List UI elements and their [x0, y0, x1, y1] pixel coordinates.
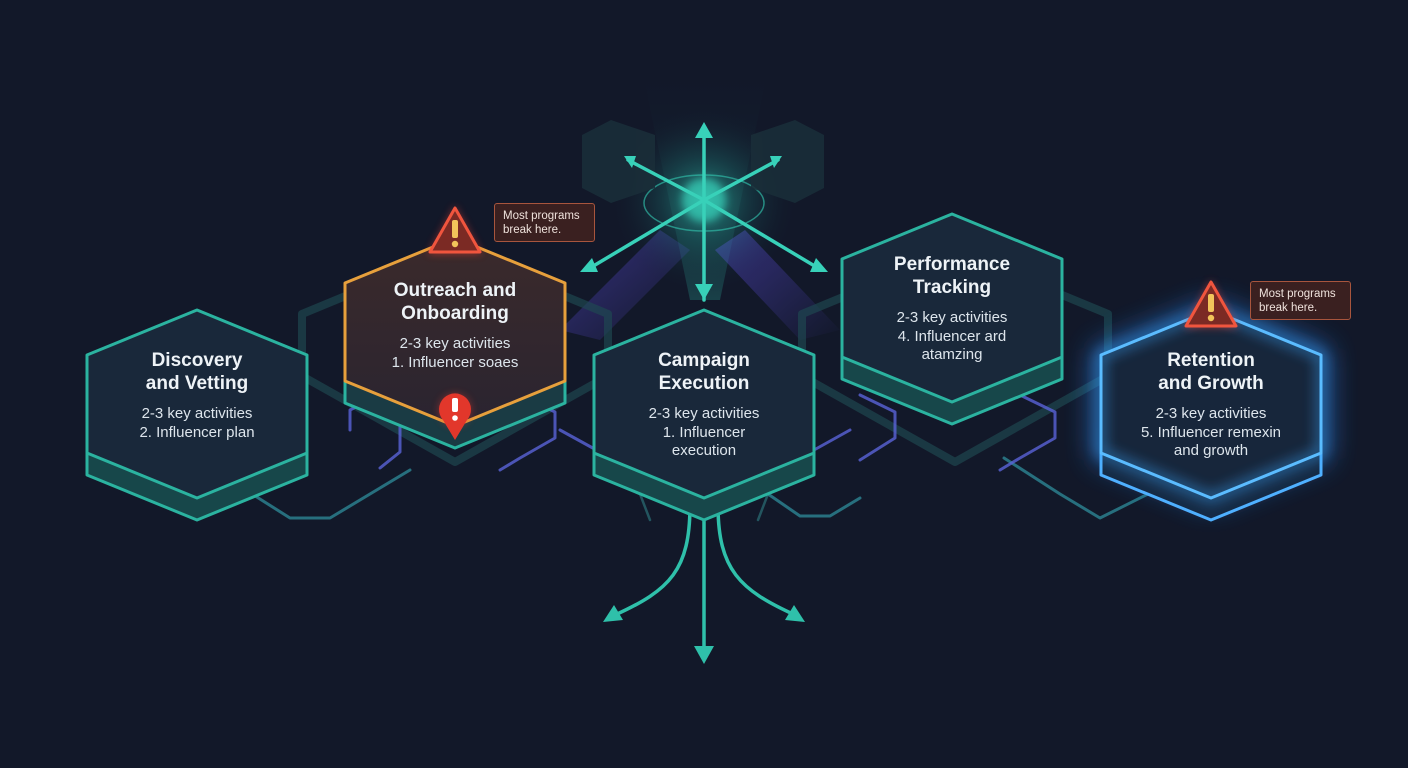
- arrow-heads-top: [580, 122, 828, 300]
- stage-activity-line: 1. Influencer: [662, 423, 746, 441]
- warning-triangle-icon: [1184, 280, 1238, 328]
- callout-outreach: Most programs break here.: [494, 203, 595, 242]
- hex-discovery[interactable]: [85, 308, 309, 522]
- callout-retention: Most programs break here.: [1250, 281, 1351, 320]
- stage-activity-line: execution: [671, 442, 737, 459]
- hex-campaign[interactable]: [592, 308, 816, 522]
- stage-title: Outreach and Onboarding: [393, 280, 517, 324]
- stage-activity-line: 2-3 key activities: [896, 309, 1008, 326]
- stage-activity-line: and growth: [1173, 442, 1249, 459]
- stage-activity-line: 2-3 key activities: [648, 405, 760, 422]
- warning-triangle-icon: [428, 206, 482, 254]
- stage-activity-line: 1. Influencer soaes: [391, 353, 519, 371]
- stage-title: Discovery and Vetting: [145, 350, 249, 394]
- background-hexes: [582, 120, 824, 203]
- stage-label-discovery: Discovery and Vetting 2-3 key activities…: [97, 349, 297, 442]
- callout-text-line1: Most programs: [503, 210, 580, 222]
- error-pin-icon[interactable]: [439, 393, 471, 440]
- stage-label-performance: Performance Tracking 2-3 key activities …: [852, 253, 1052, 365]
- stage-activity-line: 4. Influencer ard: [897, 327, 1007, 345]
- stage-activity-line: 5. Influencer remexin: [1140, 423, 1282, 441]
- stage-title: Retention and Growth: [1158, 350, 1264, 394]
- arrow-icon: [588, 132, 820, 302]
- stage-activity-line: 2-3 key activities: [1155, 405, 1267, 422]
- callout-text-line2: break here.: [503, 224, 562, 236]
- callout-text-line2: break here.: [1259, 302, 1318, 314]
- stage-activity-line: atamzing: [921, 346, 983, 363]
- stage-label-outreach: Outreach and Onboarding 2-3 key activiti…: [355, 279, 555, 372]
- stage-label-retention: Retention and Growth 2-3 key activities …: [1111, 349, 1311, 461]
- bottom-arrows: [613, 498, 797, 652]
- callout-text-line1: Most programs: [1259, 288, 1336, 300]
- stage-activity-line: 2-3 key activities: [141, 405, 253, 422]
- hex-retention[interactable]: [1095, 303, 1327, 522]
- stage-title: Campaign Execution: [658, 350, 750, 394]
- hex-performance[interactable]: [840, 212, 1064, 426]
- stage-label-campaign: Campaign Execution 2-3 key activities 1.…: [604, 349, 804, 461]
- stage-activity-line: 2-3 key activities: [399, 335, 511, 352]
- hex-outreach[interactable]: [343, 236, 567, 450]
- stage-title: Performance Tracking: [893, 254, 1011, 298]
- bottom-arrow-heads: [603, 605, 805, 664]
- stage-activity-line: 2. Influencer plan: [139, 423, 255, 441]
